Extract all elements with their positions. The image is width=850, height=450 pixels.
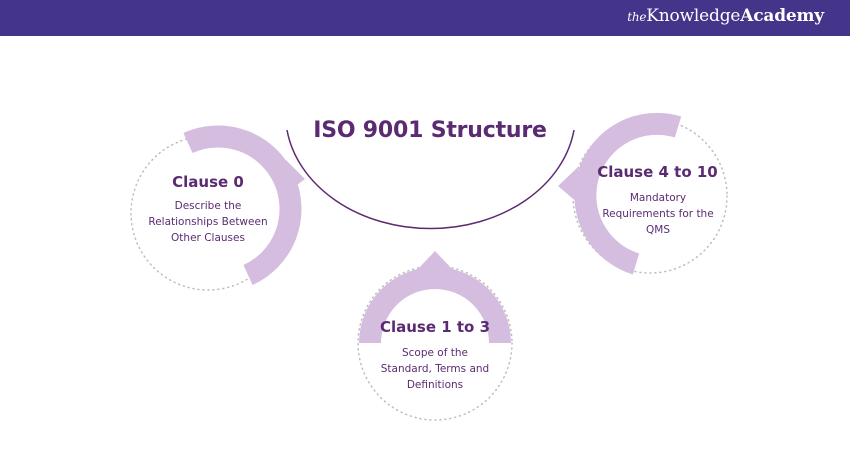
clause-0-description: Describe the Relationships Between Other… xyxy=(148,200,268,244)
logo-prefix: the xyxy=(627,10,647,24)
clause-0-pointer xyxy=(282,160,305,196)
clause-0-title: Clause 0 xyxy=(172,173,244,191)
header-bar: theKnowledgeAcademy xyxy=(0,0,850,36)
logo-knowledge: Knowledge xyxy=(646,6,741,26)
logo-academy: Academy xyxy=(740,6,824,26)
clause-4-10-title: Clause 4 to 10 xyxy=(597,163,718,181)
clause-1-3-arc xyxy=(359,267,511,344)
clause-1-3-dotted-ring xyxy=(357,265,513,421)
clause-1-3-pointer xyxy=(417,251,453,270)
clause-4-10-arc xyxy=(574,112,682,275)
central-arc xyxy=(286,129,575,230)
clause-4-10-description: Mandatory Requirements for the QMS xyxy=(602,192,714,236)
clause-1-3-description: Scope of the Standard, Terms and Definit… xyxy=(380,347,490,391)
clause-1-3-title: Clause 1 to 3 xyxy=(379,318,491,336)
clause-4-10-pointer xyxy=(558,167,578,203)
brand-logo[interactable]: theKnowledgeAcademy xyxy=(627,6,824,26)
diagram-title: ISO 9001 Structure xyxy=(313,118,547,143)
